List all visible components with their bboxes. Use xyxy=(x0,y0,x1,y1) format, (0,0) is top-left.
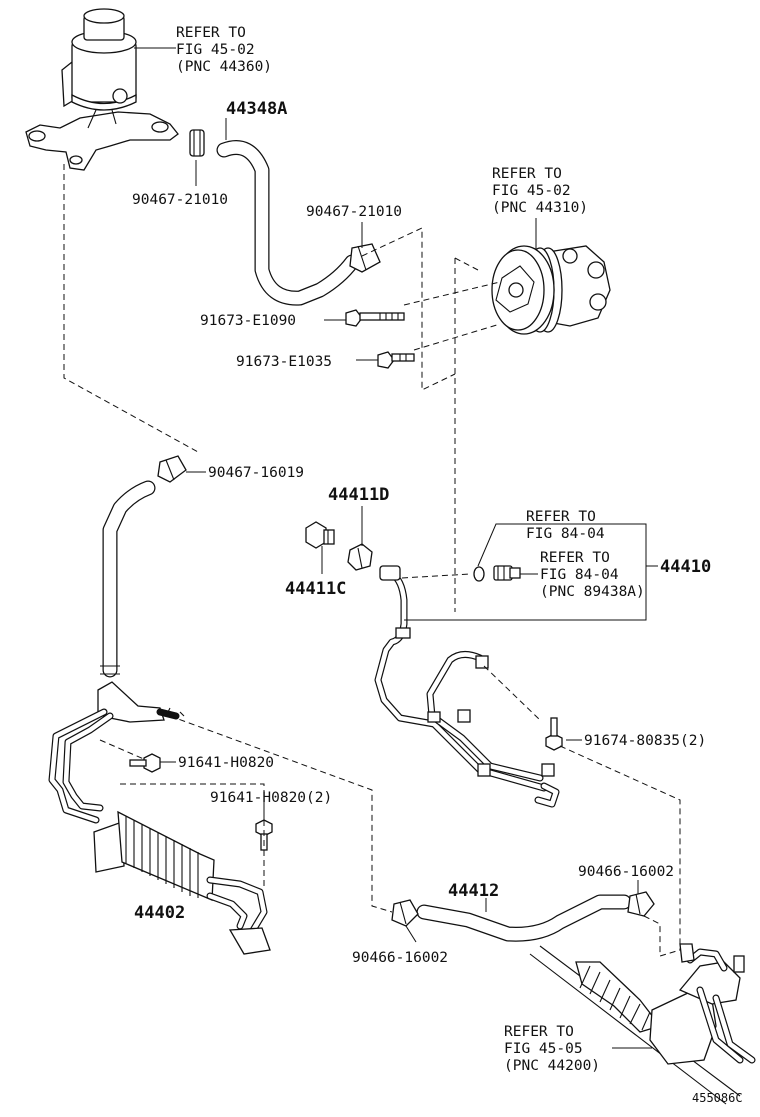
part-number-44411c[interactable]: 44411C xyxy=(285,579,346,599)
part-number-91674-80835[interactable]: 91674-80835(2) xyxy=(584,733,706,749)
part-number-90466-16002-b[interactable]: 90466-16002 xyxy=(352,950,448,966)
clamp-44411d[interactable] xyxy=(347,543,373,571)
power-steering-pump[interactable] xyxy=(491,245,611,335)
reservoir-ref-line-3: (PNC 44360) xyxy=(176,59,272,75)
part-number-44402[interactable]: 44402 xyxy=(134,903,185,923)
bolt-91674-80835[interactable] xyxy=(545,717,563,751)
part-number-44410[interactable]: 44410 xyxy=(660,557,711,577)
fig-84-04-ref-a-line-2: FIG 84-04 xyxy=(526,526,605,542)
fig-84-04-ref-a-line-1: REFER TO xyxy=(526,509,596,525)
steering-gear-assembly[interactable] xyxy=(529,943,756,1105)
hose-clamp-lower-left[interactable] xyxy=(391,899,419,927)
hose-clamp-lower-right[interactable] xyxy=(627,891,655,917)
hose-44348a[interactable] xyxy=(216,140,360,306)
bolt-91641-h0820[interactable] xyxy=(129,753,161,773)
pressure-hose-44410[interactable] xyxy=(374,565,560,808)
pump-ref-line-3: (PNC 44310) xyxy=(492,200,588,216)
pump-bolt-short[interactable] xyxy=(377,351,415,369)
gear-ref-line-1: REFER TO xyxy=(504,1024,574,1040)
hose-clamp-pump-side[interactable] xyxy=(349,243,381,273)
part-number-90467-21010-a[interactable]: 90467-21010 xyxy=(132,192,228,208)
part-number-91673-e1090[interactable]: 91673-E1090 xyxy=(200,313,296,329)
part-number-44411d[interactable]: 44411D xyxy=(328,485,389,505)
o-ring[interactable] xyxy=(473,566,485,582)
pressure-switch[interactable] xyxy=(493,565,521,581)
gear-ref-line-2: FIG 45-05 xyxy=(504,1041,583,1057)
hose-clamp-return[interactable] xyxy=(157,455,187,483)
oil-cooler-44402[interactable] xyxy=(48,681,271,955)
return-hose-44412[interactable] xyxy=(416,894,632,942)
figure-id: 455086C xyxy=(692,1091,743,1105)
gear-ref-line-3: (PNC 44200) xyxy=(504,1058,600,1074)
return-hose[interactable] xyxy=(100,480,156,678)
reservoir-assembly[interactable] xyxy=(25,8,179,171)
pump-ref-line-1: REFER TO xyxy=(492,166,562,182)
hose-clamp-upper[interactable] xyxy=(189,129,205,157)
pump-bolt-long[interactable] xyxy=(345,309,405,327)
fig-84-04-ref-b-line-1: REFER TO xyxy=(540,550,610,566)
part-number-91641-h0820-2[interactable]: 91641-H0820(2) xyxy=(210,790,332,806)
fig-84-04-ref-b-line-3: (PNC 89438A) xyxy=(540,584,645,600)
fig-84-04-ref-b-line-2: FIG 84-04 xyxy=(540,567,619,583)
reservoir-ref-line-2: FIG 45-02 xyxy=(176,42,255,58)
part-number-44412[interactable]: 44412 xyxy=(448,881,499,901)
part-number-90467-21010-b[interactable]: 90467-21010 xyxy=(306,204,402,220)
reservoir-ref-line-1: REFER TO xyxy=(176,25,246,41)
part-number-90466-16002-a[interactable]: 90466-16002 xyxy=(578,864,674,880)
part-number-44348a[interactable]: 44348A xyxy=(226,99,287,119)
union-44411c[interactable] xyxy=(305,521,335,549)
part-number-90467-16019[interactable]: 90467-16019 xyxy=(208,465,304,481)
part-number-91673-e1035[interactable]: 91673-E1035 xyxy=(236,354,332,370)
pump-ref-line-2: FIG 45-02 xyxy=(492,183,571,199)
part-number-91641-h0820[interactable]: 91641-H0820 xyxy=(178,755,274,771)
